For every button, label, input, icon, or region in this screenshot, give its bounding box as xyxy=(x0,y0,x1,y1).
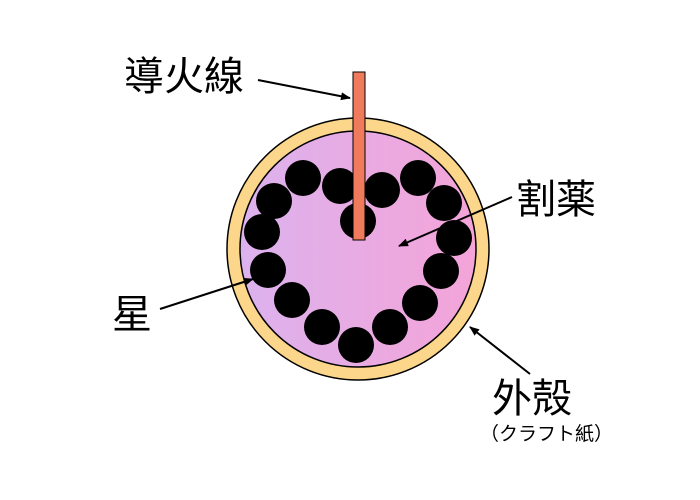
star-dot xyxy=(423,253,459,289)
label-burst-charge: 割薬 xyxy=(516,177,596,223)
star-dot xyxy=(402,285,438,321)
fuse xyxy=(352,71,366,241)
star-dot xyxy=(304,309,340,345)
star-dot xyxy=(256,183,292,219)
star-dot xyxy=(322,168,358,204)
star-dot xyxy=(285,160,321,196)
star-arrow xyxy=(159,277,254,310)
stars-group xyxy=(244,160,472,363)
star-dot xyxy=(364,172,400,208)
label-shell-note: （クラフト紙） xyxy=(480,423,613,445)
label-star: 星 xyxy=(112,292,152,338)
label-fuse: 導火線 xyxy=(124,54,244,100)
star-dot xyxy=(372,309,408,345)
label-shell: 外殻 xyxy=(492,376,572,422)
star-dot xyxy=(400,160,436,196)
star-dot xyxy=(426,185,462,221)
star-dot xyxy=(338,327,374,363)
star-dot xyxy=(274,282,310,318)
fuse-arrow xyxy=(257,79,351,101)
star-dot xyxy=(244,214,280,250)
shell-arrow xyxy=(469,326,531,375)
star-dot xyxy=(250,252,286,288)
star-dot xyxy=(436,220,472,256)
burst-charge-arrow xyxy=(398,196,513,247)
